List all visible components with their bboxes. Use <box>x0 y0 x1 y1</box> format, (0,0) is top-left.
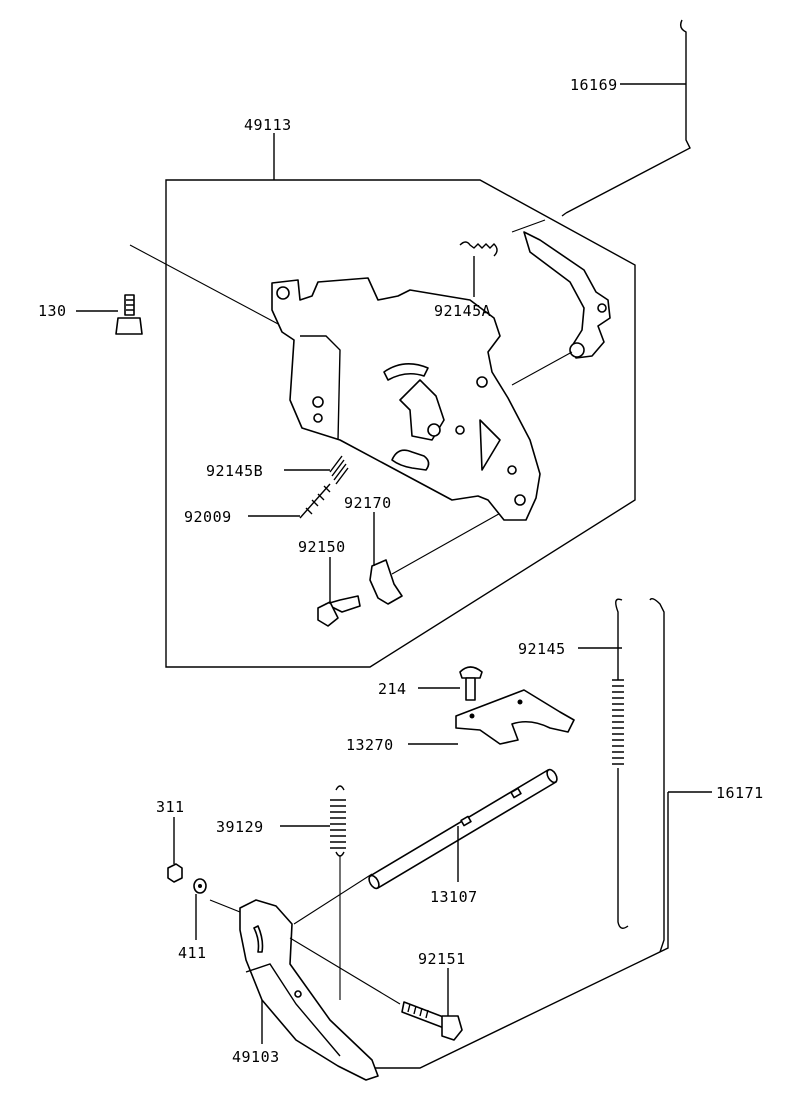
throttle-lever-upper <box>523 231 611 359</box>
label-16171: 16171 <box>716 784 764 802</box>
spring-39129 <box>330 785 346 857</box>
plate-triangle <box>479 419 501 471</box>
plate-hole-6 <box>514 494 526 506</box>
rod-16171 <box>649 597 665 953</box>
label-214: 214 <box>378 680 407 698</box>
spring-92145A <box>459 241 498 257</box>
label-92145B: 92145B <box>206 462 263 480</box>
lever-inner <box>245 963 341 1057</box>
label-16169: 16169 <box>570 76 618 94</box>
label-13270: 13270 <box>346 736 394 754</box>
plate-tab <box>391 449 430 471</box>
leader-dash-6 <box>293 873 373 925</box>
label-49103: 49103 <box>232 1048 280 1066</box>
label-311: 311 <box>156 798 185 816</box>
leader-dash-7 <box>289 937 401 1005</box>
leader-dash-4 <box>511 219 546 233</box>
label-411: 411 <box>178 944 207 962</box>
label-92150: 92150 <box>298 538 346 556</box>
bolt-130 <box>115 294 143 335</box>
label-130: 130 <box>38 302 67 320</box>
bolt-214 <box>459 666 483 701</box>
label-13107: 13107 <box>430 888 478 906</box>
shaft-13107 <box>368 768 558 890</box>
nut-311 <box>167 863 183 883</box>
label-92170: 92170 <box>344 494 392 512</box>
rod-16169-hook <box>561 212 567 217</box>
bolt-92150 <box>317 595 361 627</box>
plate-hole-2 <box>312 396 324 408</box>
lever-hole <box>597 303 607 313</box>
bolt-92151 <box>401 1001 463 1041</box>
bracket-hole-2 <box>517 699 523 705</box>
label-92145: 92145 <box>518 640 566 658</box>
leader-dash-5 <box>209 899 241 913</box>
plate-slot <box>383 363 429 381</box>
lever-49103 <box>239 899 379 1081</box>
plate-fold <box>300 335 341 441</box>
label-39129: 39129 <box>216 818 264 836</box>
spring-92145B <box>329 455 349 485</box>
label-92145A: 92145A <box>434 302 491 320</box>
washer-411 <box>193 878 207 894</box>
label-92151: 92151 <box>418 950 466 968</box>
plate-hole-3 <box>313 413 323 423</box>
plate-hole-7 <box>427 423 441 437</box>
rod-16169 <box>565 19 691 214</box>
leader-dash-2 <box>511 351 573 386</box>
plate-hole-5 <box>507 465 517 475</box>
spring-92145 <box>612 598 629 929</box>
leader-dash-1 <box>129 244 281 326</box>
plate-hole-8 <box>455 425 465 435</box>
assembly-outline-upper <box>165 179 636 668</box>
plate-hole-4 <box>476 376 488 388</box>
bracket-hole-1 <box>469 713 475 719</box>
assembly-outline-lower <box>370 792 669 1069</box>
lever-pivot <box>569 342 585 358</box>
label-49113: 49113 <box>244 116 292 134</box>
label-92009: 92009 <box>184 508 232 526</box>
lever-hole <box>294 990 302 998</box>
plate-hole-1 <box>276 286 290 300</box>
lever-clip <box>253 925 264 953</box>
clamp-92170 <box>369 559 403 605</box>
bracket-13270 <box>455 689 575 745</box>
screw-92009 <box>299 483 331 519</box>
